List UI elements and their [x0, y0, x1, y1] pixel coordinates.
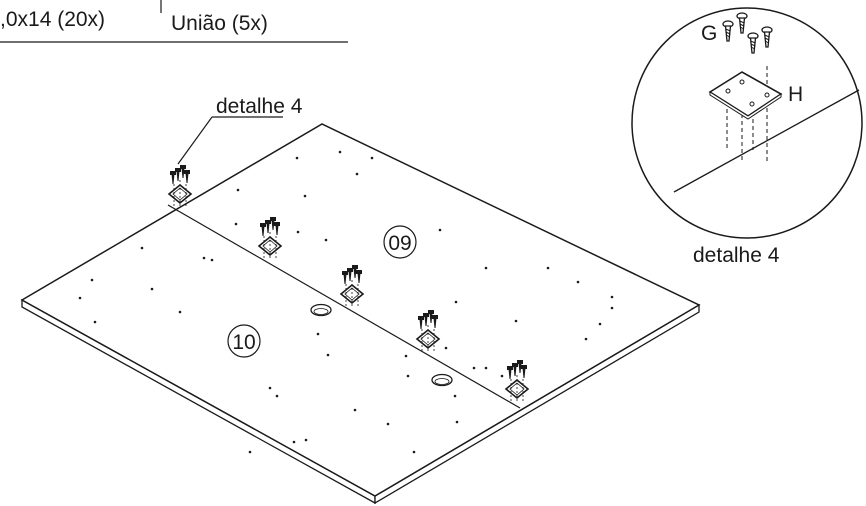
panel-hole [310, 303, 332, 317]
detail-plate-holes [725, 79, 770, 107]
header: ,0x14 (20x) União (5x) [0, 0, 348, 43]
detail-caption: detalhe 4 [693, 244, 780, 267]
panel-number-10: 10 [232, 331, 255, 354]
callout-leader [177, 116, 283, 165]
panel-hole-inner [313, 308, 329, 315]
panel-assembly: 09 10 detalhe 4 [20, 95, 701, 505]
detail-circle [631, 7, 863, 239]
detail-panel-edge [673, 89, 860, 193]
panel-number-09: 09 [388, 232, 411, 255]
screw-quantity-label: ,0x14 (20x) [0, 8, 105, 31]
panel-hole [431, 373, 453, 387]
callout-label: detalhe 4 [216, 95, 303, 118]
detail-view: G H [631, 7, 863, 239]
panel-top-surface [20, 123, 701, 497]
panel-number-circle [227, 324, 261, 358]
detail-plate-letter: H [788, 83, 803, 106]
panel-hole-inner [434, 378, 450, 385]
detail-union-plate-thickness [709, 91, 782, 120]
pilot-holes [78, 150, 614, 454]
panel-joint-line [167, 204, 521, 409]
union-plate [169, 165, 191, 208]
union-quantity-label: União (5x) [171, 12, 268, 35]
detail-screw-letter: G [701, 22, 717, 45]
panel-number-circle [383, 225, 417, 259]
